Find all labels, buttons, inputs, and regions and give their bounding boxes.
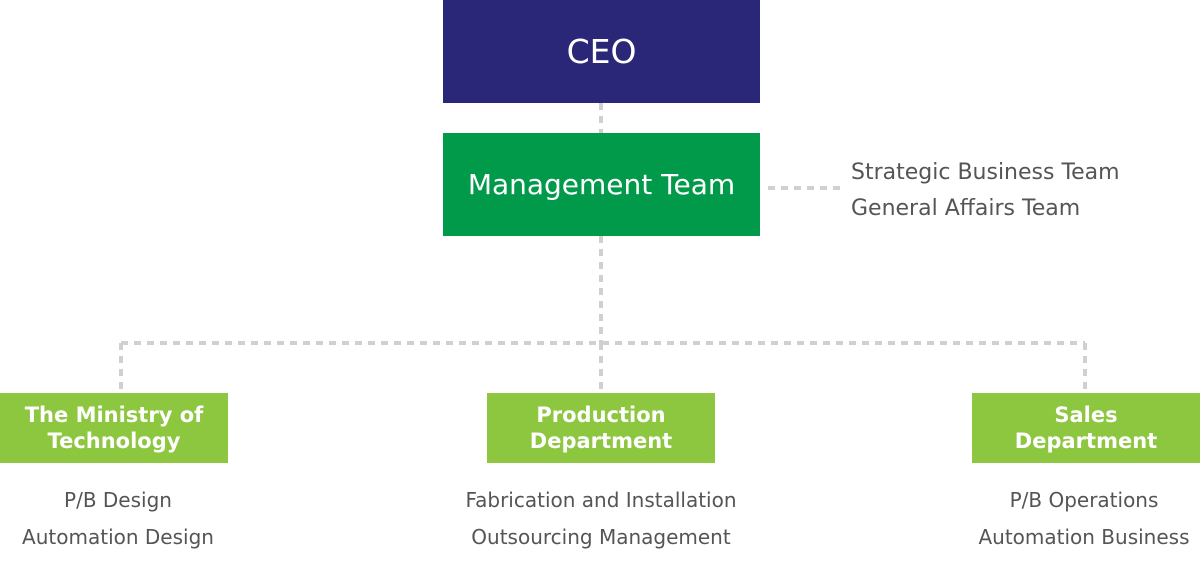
department-sales-box: Sales Department <box>972 393 1200 463</box>
department-title-line: The Ministry of <box>24 403 204 427</box>
department-title-line: Department <box>1014 429 1158 453</box>
department-technology-box: The Ministry of Technology <box>0 393 228 463</box>
department-title-line: Department <box>529 429 673 453</box>
management-team-label: Management Team <box>467 168 736 201</box>
production-items-list: Fabrication and Installation Outsourcing… <box>441 482 761 556</box>
department-item: Automation Design <box>22 525 214 549</box>
department-item: Automation Business <box>978 525 1190 549</box>
department-title-line: Production <box>536 403 666 427</box>
department-item: Outsourcing Management <box>471 525 731 549</box>
sales-items-list: P/B Operations Automation Business <box>924 482 1200 556</box>
department-production-box: Production Department <box>487 393 715 463</box>
ceo-label: CEO <box>566 32 637 71</box>
ceo-box: CEO <box>443 0 760 103</box>
management-team-box: Management Team <box>443 133 760 236</box>
department-title-line: Technology <box>47 429 181 453</box>
staff-team-item: Strategic Business Team <box>851 160 1120 185</box>
staff-teams-list: Strategic Business Team General Affairs … <box>851 155 1120 227</box>
technology-items-list: P/B Design Automation Design <box>0 482 278 556</box>
department-title-line: Sales <box>1054 403 1118 427</box>
department-item: P/B Design <box>64 488 172 512</box>
staff-team-item: General Affairs Team <box>851 196 1081 221</box>
department-item: Fabrication and Installation <box>465 488 737 512</box>
department-item: P/B Operations <box>1009 488 1159 512</box>
